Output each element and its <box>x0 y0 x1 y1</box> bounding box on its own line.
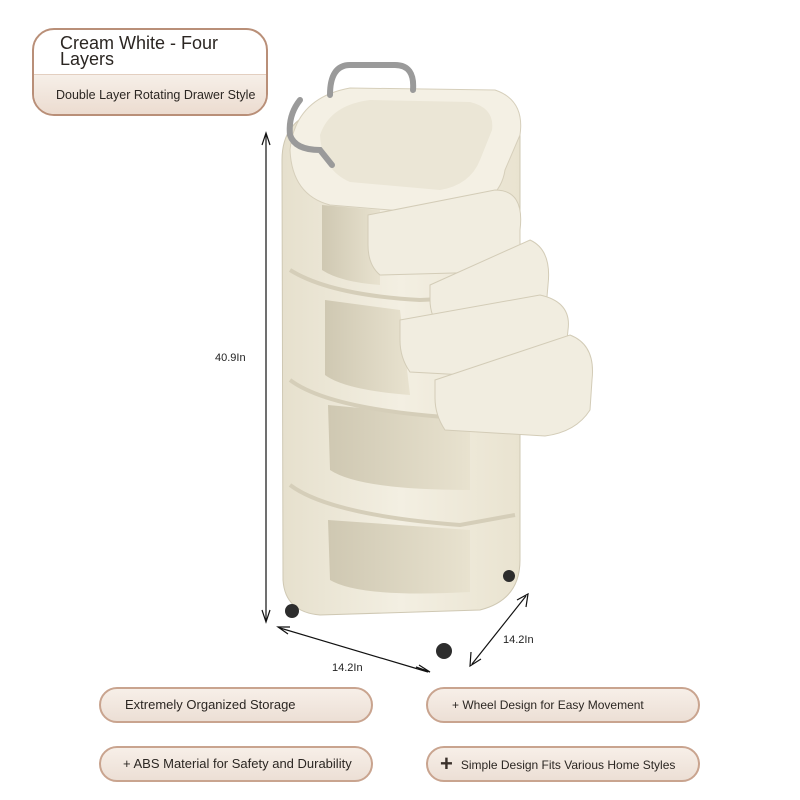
wheel <box>285 570 515 659</box>
product-title-card: Cream White - Four Layers Double Layer R… <box>32 28 268 116</box>
product-subtitle: Double Layer Rotating Drawer Style <box>34 74 266 114</box>
plus-icon: + <box>440 751 453 776</box>
depth-dimension-line <box>469 592 529 668</box>
feature-text: Simple Design Fits Various Home Styles <box>460 758 676 772</box>
height-label: 40.9In <box>215 352 246 364</box>
feature-pill-wheel: + Wheel Design for Easy Movement <box>426 687 700 723</box>
width-label: 14.2In <box>332 662 363 674</box>
feature-pill-design: + Simple Design Fits Various Home Styles <box>426 746 700 782</box>
depth-label: 14.2In <box>503 634 534 646</box>
feature-text: + ABS Material for Safety and Durability <box>123 756 352 771</box>
feature-pill-material: + ABS Material for Safety and Durability <box>99 746 373 782</box>
feature-text: Extremely Organized Storage <box>125 697 296 712</box>
height-dimension-line <box>261 131 271 624</box>
product-title: Cream White - Four Layers <box>60 33 219 69</box>
width-dimension-line <box>276 626 431 673</box>
feature-pill-storage: Extremely Organized Storage <box>99 687 373 723</box>
feature-text: + Wheel Design for Easy Movement <box>452 698 644 712</box>
